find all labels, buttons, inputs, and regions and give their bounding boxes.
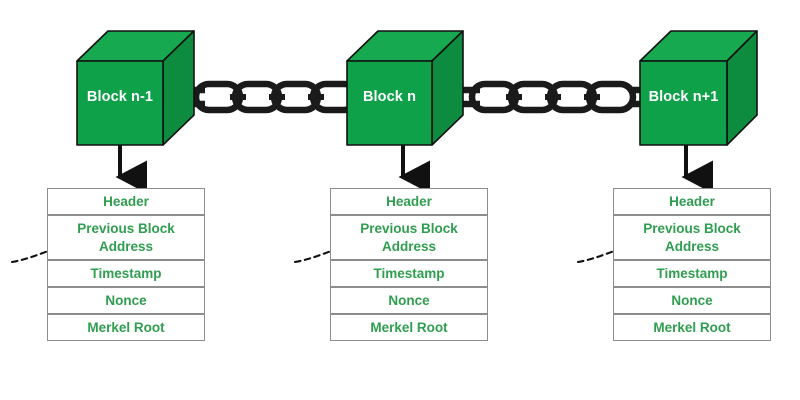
field-previous-block-address-label: Previous Block Address [360, 221, 458, 254]
field-timestamp: Timestamp [613, 260, 771, 287]
field-merkel-root-label: Merkel Root [653, 319, 731, 335]
cube-block-n-plus-1 [639, 30, 758, 146]
field-nonce: Nonce [613, 287, 771, 314]
block-to-fields-arrows [115, 145, 713, 194]
previous-block-dashed-arrows [10, 237, 652, 264]
dashed-arrow-1 [10, 237, 86, 264]
field-header: Header [47, 188, 205, 215]
cube-block-n [346, 30, 464, 146]
field-merkel-root-label: Merkel Root [87, 319, 165, 335]
field-timestamp-label: Timestamp [90, 265, 162, 281]
field-timestamp-label: Timestamp [656, 265, 728, 281]
field-merkel-root: Merkel Root [47, 314, 205, 341]
field-previous-block-address-label: Previous Block Address [77, 221, 175, 254]
field-nonce-label: Nonce [671, 292, 713, 308]
field-header: Header [330, 188, 488, 215]
field-previous-block-address-label: Previous Block Address [643, 221, 741, 254]
dashed-arrow-2 [293, 237, 369, 264]
field-header-label: Header [103, 193, 149, 209]
field-column-block-n-minus-1: Header Previous Block Address Timestamp … [47, 188, 205, 341]
field-header-label: Header [386, 193, 432, 209]
field-column-block-n-plus-1: Header Previous Block Address Timestamp … [613, 188, 771, 341]
field-merkel-root-label: Merkel Root [370, 319, 448, 335]
field-timestamp: Timestamp [47, 260, 205, 287]
dashed-arrow-3 [576, 237, 652, 264]
field-timestamp: Timestamp [330, 260, 488, 287]
field-previous-block-address: Previous Block Address [613, 215, 771, 260]
cube-block-n-minus-1 [76, 30, 195, 146]
field-merkel-root: Merkel Root [330, 314, 488, 341]
field-timestamp-label: Timestamp [373, 265, 445, 281]
field-header: Header [613, 188, 771, 215]
field-previous-block-address: Previous Block Address [330, 215, 488, 260]
field-merkel-root: Merkel Root [613, 314, 771, 341]
field-header-label: Header [669, 193, 715, 209]
field-nonce: Nonce [47, 287, 205, 314]
field-nonce-label: Nonce [388, 292, 430, 308]
field-nonce: Nonce [330, 287, 488, 314]
field-column-block-n: Header Previous Block Address Timestamp … [330, 188, 488, 341]
field-previous-block-address: Previous Block Address [47, 215, 205, 260]
field-nonce-label: Nonce [105, 292, 147, 308]
